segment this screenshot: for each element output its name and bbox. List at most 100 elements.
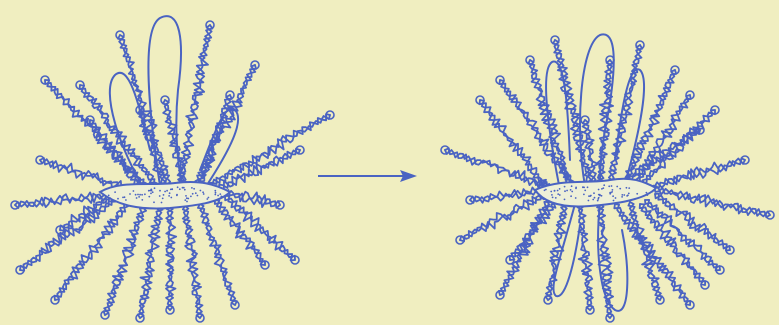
right-core-dot [628,187,630,189]
right-core-dot [571,191,573,193]
left-core-dot [191,187,193,189]
right-core-dot [575,188,577,190]
left-core-dot [149,190,151,192]
right-core-dot [603,184,605,186]
right-core-dot [575,197,577,199]
left-core-dot [117,198,119,200]
right-core-dot [594,197,596,199]
left-core-dot [170,189,172,191]
right-core-dot [554,190,556,192]
right-core-dot [559,188,561,190]
right-core-dot [588,200,590,202]
right-core-dot [621,196,623,198]
left-core-dot [187,198,189,200]
right-core-dot [592,199,594,201]
left-core-dot [161,202,163,204]
right-core-dot [570,195,572,197]
left-core-dot [138,196,140,198]
right-core-dot [615,197,617,199]
left-core-dot [214,190,216,192]
right-core-dot [623,194,625,196]
right-core-dot [555,197,557,199]
left-core-dot [208,197,210,199]
right-core-dot [601,195,603,197]
left-core-dot [206,198,208,200]
left-core-dot [220,196,222,198]
left-core-dot [137,194,139,196]
right-core-dot [626,187,628,189]
left-core-dot [136,197,138,199]
right-core-dot [564,190,566,192]
left-core-dot [179,188,181,190]
left-core-dot [197,195,199,197]
right-core-dot [613,200,615,202]
right-core-dot [646,194,648,196]
left-core-dot [185,195,187,197]
left-core-dot [195,192,197,194]
right-core-dot [545,189,547,191]
left-core-dot [192,193,194,195]
left-core-dot [215,192,217,194]
right-core-dot [599,195,601,197]
left-core-dot [114,191,116,193]
left-core-dot [109,197,111,199]
left-core-dot [166,190,168,192]
left-core-dot [159,190,161,192]
left-core-dot [176,194,178,196]
left-core-dot [219,193,221,195]
left-core-dot [159,195,161,197]
left-core-dot [170,197,172,199]
right-core-dot [602,187,604,189]
right-core-dot [593,192,595,194]
right-core-dot [616,186,618,188]
right-core-dot [559,194,561,196]
right-core-dot [552,197,554,199]
right-core-dot [646,192,648,194]
left-core-dot [214,194,216,196]
left-core-dot [186,201,188,203]
right-core-dot [619,188,621,190]
left-core-dot [190,196,192,198]
right-core-dot [627,194,629,196]
left-core-dot [203,193,205,195]
right-core-dot [611,185,613,187]
right-core-dot [584,190,586,192]
right-core-dot [570,189,572,191]
left-core-dot [154,187,156,189]
left-core-dot [200,190,202,192]
left-core-dot [168,195,170,197]
right-core-dot [597,200,599,202]
left-core-dot [152,191,154,193]
left-core-dot [202,191,204,193]
right-core-dot [564,199,566,201]
left-core-dot [163,194,165,196]
left-core-dot [135,194,137,196]
left-core-dot [133,190,135,192]
left-core-dot [129,193,131,195]
right-core-dot [598,189,600,191]
left-core-dot [183,187,185,189]
left-core-dot [153,201,155,203]
left-core-dot [217,195,219,197]
right-core-dot [582,186,584,188]
left-core-dot [193,188,195,190]
right-core-dot [597,198,599,200]
right-core-dot [564,186,566,188]
left-core-dot [144,193,146,195]
right-core-dot [608,185,610,187]
left-core-dot [169,192,171,194]
left-core-dot [184,199,186,201]
left-core-dot [162,198,164,200]
left-core-dot [139,194,141,196]
left-core-dot [164,191,166,193]
left-core-dot [150,193,152,195]
left-core-dot [141,194,143,196]
right-core-dot [636,193,638,195]
left-core-dot [108,195,110,197]
right-core-dot [628,193,630,195]
right-core-dot [557,190,559,192]
left-core-dot [125,199,127,201]
right-core-dot [566,190,568,192]
right-core-dot [551,194,553,196]
